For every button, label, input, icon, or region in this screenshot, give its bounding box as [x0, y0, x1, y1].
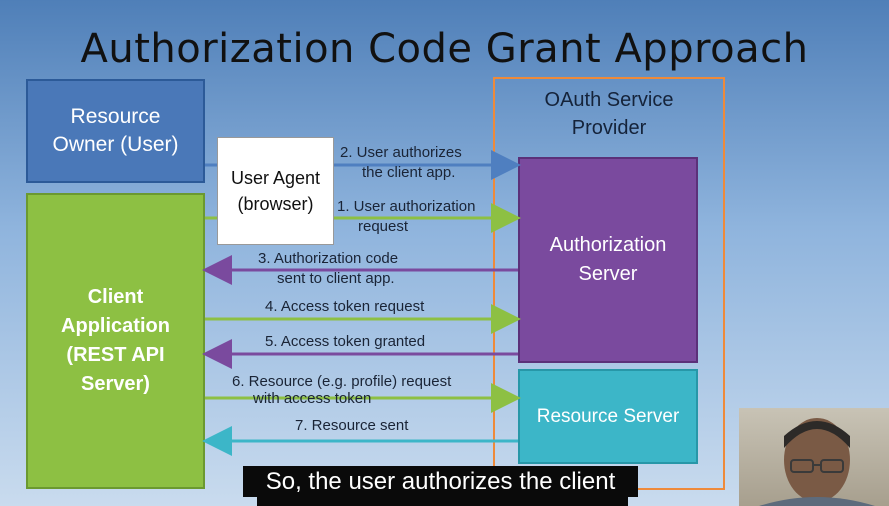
resource-owner-box: Resource Owner (User)	[26, 79, 205, 183]
subtitle-caption-next-line	[257, 497, 628, 506]
client-line2: Application	[61, 315, 170, 337]
step-1-line2: request	[358, 218, 409, 235]
step-1-label: 1. User authorization request	[337, 197, 475, 237]
presenter-avatar	[759, 418, 875, 506]
auth-server-line2: Server	[578, 263, 638, 285]
resource-server-box: Resource Server	[518, 369, 698, 464]
slide-title: Authorization Code Grant Approach	[80, 26, 809, 72]
presenter-video	[739, 408, 889, 506]
step-2-line1: 2. User authorizes	[340, 144, 462, 161]
client-application-box: Client Application (REST API Server)	[26, 193, 205, 489]
step-7-label: 7. Resource sent	[295, 417, 409, 434]
step-6-line1: 6. Resource (e.g. profile) request	[232, 373, 452, 390]
auth-server-line1: Authorization	[549, 234, 667, 256]
step-1-line1: 1. User authorization	[337, 198, 476, 215]
provider-label-line1: OAuth Service	[544, 89, 674, 111]
resource-server-label: Resource Server	[536, 405, 680, 427]
subtitle-caption: So, the user authorizes the client	[243, 466, 638, 497]
user-agent-line1: User Agent	[230, 168, 321, 188]
provider-label-line2: Provider	[571, 117, 647, 139]
client-line4: Server)	[81, 373, 150, 395]
step-6-line2: with access token	[253, 390, 372, 407]
user-agent-box: User Agent (browser)	[217, 137, 334, 245]
client-line3: (REST API	[66, 344, 165, 366]
step-3-label: 3. Authorization code sent to client app…	[258, 249, 398, 289]
step-2-line2: the client app.	[362, 164, 456, 181]
user-agent-line2: (browser)	[237, 194, 314, 214]
step-5-label: 5. Access token granted	[265, 333, 426, 350]
resource-owner-line1: Resource	[70, 105, 161, 128]
client-line1: Client	[87, 286, 144, 308]
step-3-line1: 3. Authorization code	[258, 250, 399, 267]
oauth-provider-label: OAuth Service Provider	[493, 86, 725, 142]
step-6-label: 6. Resource (e.g. profile) request with …	[232, 372, 451, 409]
step-4-label: 4. Access token request	[265, 298, 425, 315]
resource-owner-line2: Owner (User)	[52, 133, 179, 156]
authorization-server-box: Authorization Server	[518, 157, 698, 363]
step-3-line2: sent to client app.	[277, 270, 395, 287]
step-2-label: 2. User authorizes the client app.	[340, 143, 462, 183]
